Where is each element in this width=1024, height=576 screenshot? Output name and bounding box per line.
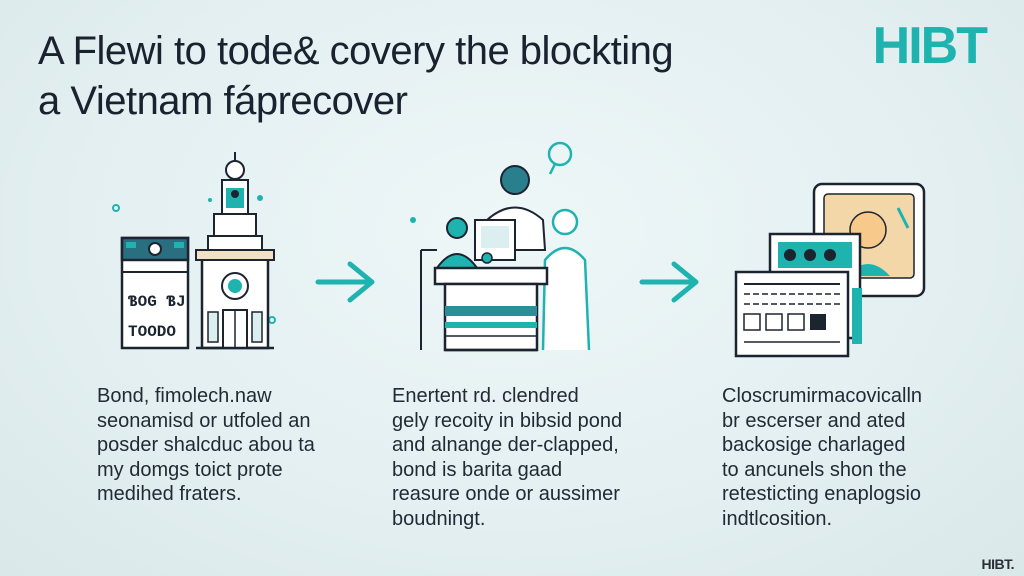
step-1-line: medihed fraters. <box>97 483 242 505</box>
step-3-line: Closcrumirmacovicalln <box>722 385 923 407</box>
step-3-line: to ancunels shon the <box>722 458 907 481</box>
step-1-line: posder shalcduc abou ta <box>97 434 315 456</box>
step-2-text: Enertent rd. clendred gely recoity in bi… <box>392 384 622 531</box>
step-3-line: retesticting enaplogsio <box>722 483 922 505</box>
board-text-top: ƁOG ƁJ <box>128 293 186 311</box>
step-3-line: backosige charlaged <box>722 434 906 456</box>
corner-brand-mark: HIBT. <box>981 556 1015 572</box>
title-line-1: A Flewi to tode& covery the blockting <box>38 29 674 73</box>
page-title: A Flewi to tode& covery the blockting a … <box>38 26 798 126</box>
arrow-right-icon <box>638 258 702 311</box>
step-1-text: Bond, fimolech.naw seonamisd or utfoled … <box>97 384 315 507</box>
step-2-line: bond is barita gaad <box>392 458 563 481</box>
step-2-line: reasure onde or aussimer <box>392 483 620 505</box>
building-icon: ƁOG ƁJ TOODO <box>110 140 285 355</box>
step-1-line: my domgs toict prote <box>97 458 283 481</box>
step-2-line: Enertent rd. clendred <box>392 385 579 407</box>
step-3-line: br escerser and ated <box>722 409 906 432</box>
board-text-bottom: TOODO <box>128 323 176 341</box>
step-2-line: gely recoity in bibsid pond <box>392 409 623 432</box>
step-3-line: indtlcosition. <box>722 507 833 530</box>
step-1-line: Bond, fimolech.naw <box>97 385 272 407</box>
step-1-line: seonamisd or utfoled an <box>97 409 311 432</box>
brand-logo: HIBT <box>872 17 988 75</box>
step-2-line: boudningt. <box>392 507 486 530</box>
document-screens-icon <box>728 180 928 360</box>
title-line-2: a Vietnam fáprecover <box>38 79 408 123</box>
step-2-line: and alnange der-clapped, <box>392 434 619 456</box>
people-desk-icon <box>405 140 600 355</box>
arrow-right-icon <box>314 258 378 311</box>
step-3-text: Closcrumirmacovicalln br escerser and at… <box>722 384 922 531</box>
